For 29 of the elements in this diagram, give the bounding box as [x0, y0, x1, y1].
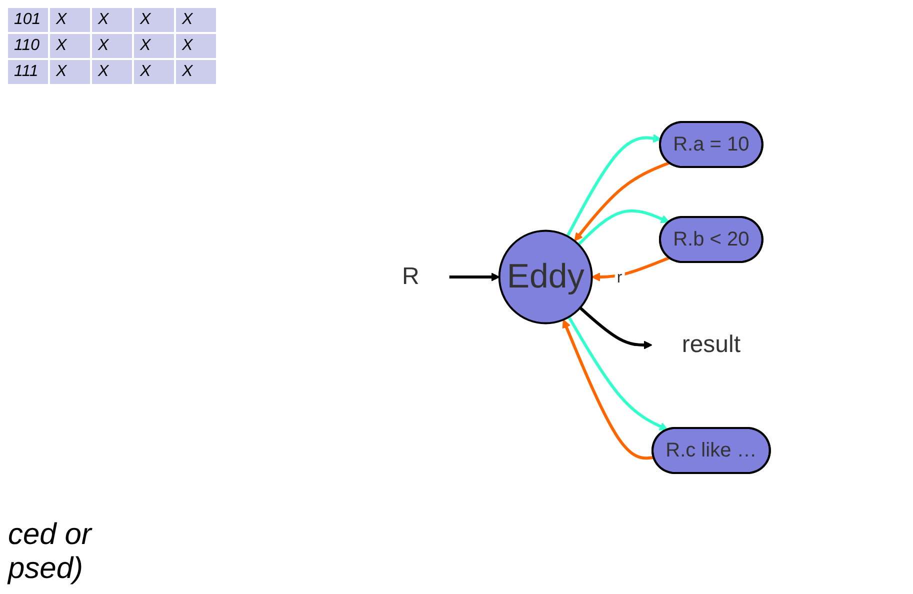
table-cell: 101: [8, 8, 48, 32]
arrow: [450, 272, 500, 281]
arrow: [592, 256, 670, 281]
table-cell: X: [50, 34, 90, 58]
arrow: [574, 160, 670, 241]
table-cell: X: [134, 60, 174, 84]
table-cell: X: [92, 60, 132, 84]
table-cell: X: [92, 8, 132, 32]
arrow: [562, 318, 654, 460]
arrow: [579, 306, 652, 349]
node-text: R: [402, 262, 420, 290]
table-cell: 111: [8, 60, 48, 84]
table-cell: X: [134, 34, 174, 58]
edge-label: r: [617, 269, 622, 286]
table-cell: X: [50, 8, 90, 32]
table-cell: X: [176, 34, 216, 58]
arrow: [578, 208, 670, 246]
node-text: result: [682, 330, 741, 358]
arrow: [566, 134, 662, 236]
node-circle: Eddy: [498, 229, 594, 324]
table-cell: X: [92, 34, 132, 58]
note-text: ced or: [8, 518, 94, 552]
arrow: [568, 316, 668, 430]
table-cell: 110: [8, 34, 48, 58]
table-cell: X: [134, 8, 174, 32]
table-cell: X: [50, 60, 90, 84]
table-cell: X: [176, 8, 216, 32]
table-cell: X: [176, 60, 216, 84]
table-cell-text: psed): [8, 552, 84, 586]
